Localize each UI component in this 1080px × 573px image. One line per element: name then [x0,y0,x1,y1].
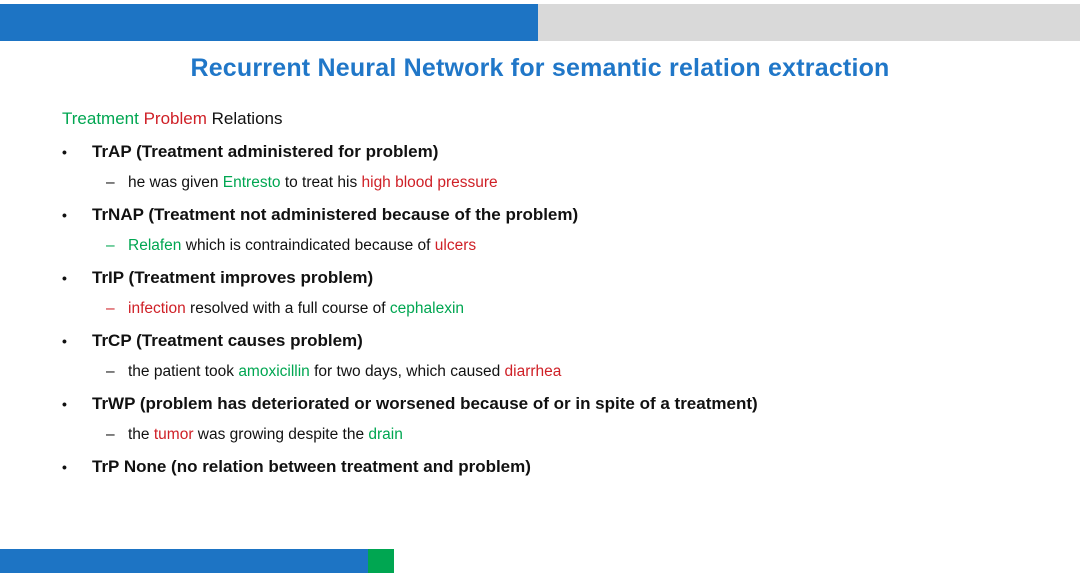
relation-label: TrWP (problem has deteriorated or worsen… [92,394,758,413]
text-segment: the [128,426,154,443]
bottom-bar-green-segment [368,549,394,573]
text-segment: high blood pressure [361,174,498,191]
example-text: Relafen which is contraindicated because… [128,236,476,255]
text-segment: amoxicillin [238,363,310,380]
bullet-icon: • [62,333,67,349]
text-segment: infection [128,300,186,317]
relation-label: TrNAP (Treatment not administered becaus… [92,205,579,224]
example-text: the patient took amoxicillin for two day… [128,362,561,381]
text-segment: diarrhea [504,363,562,380]
bottom-bar-blue-segment [0,549,368,573]
relation-label: TrP None (no relation between treatment … [92,457,531,476]
dash-icon: – [106,174,115,191]
example-item: –the patient took amoxicillin for two da… [106,362,1050,381]
top-bar-blue-segment [0,4,538,41]
example-text: the tumor was growing despite the drain [128,425,403,444]
relation-item: • TrWP (problem has deteriorated or worse… [62,393,1050,415]
slide-content: Treatment Problem Relations • TrAP (Treat… [62,108,1050,478]
bullet-icon: • [62,207,67,223]
example-text: infection resolved with a full course of… [128,299,464,318]
text-segment: ulcers [434,237,477,254]
dash-icon: – [106,363,115,380]
dash-icon: – [106,426,115,443]
top-bar [0,4,1080,41]
example-item: –he was given Entresto to treat his high… [106,173,1050,192]
dash-icon: – [106,237,115,254]
example-item: –the tumor was growing despite the drain [106,425,1050,444]
relations-list: • TrAP (Treatment administered for proble… [62,141,1050,478]
bullet-icon: • [62,144,67,160]
text-segment: which is contraindicated because of [181,237,435,254]
text-segment: cephalexin [389,300,465,317]
bullet-icon: • [62,459,67,475]
text-segment: tumor [153,426,194,443]
slide-title: Recurrent Neural Network for semantic re… [190,54,890,82]
top-bar-gray-segment [538,4,1080,41]
relation-item: • TrP None (no relation between treatment… [62,456,1050,478]
bottom-bar [0,549,394,573]
relations-heading: Treatment Problem Relations [62,108,1050,129]
bullet-icon: • [62,270,67,286]
relation-item: • TrCP (Treatment causes problem) [62,330,1050,352]
text-segment: drain [368,426,403,443]
text-segment: Entresto [222,174,281,191]
text-segment: the patient took [128,363,239,380]
text-segment: Treatment [62,109,144,128]
example-item: –Relafen which is contraindicated becaus… [106,236,1050,255]
relation-item: • TrAP (Treatment administered for proble… [62,141,1050,163]
relation-item: • TrIP (Treatment improves problem) [62,267,1050,289]
text-segment: he was given [128,174,223,191]
relation-label: TrCP (Treatment causes problem) [92,331,363,350]
dash-icon: – [106,300,115,317]
text-segment: Relafen [128,237,182,254]
text-segment: to treat his [280,174,362,191]
text-segment: for two days, which caused [309,363,505,380]
relation-item: • TrNAP (Treatment not administered becau… [62,204,1050,226]
example-text: he was given Entresto to treat his high … [128,173,498,192]
relation-label: TrIP (Treatment improves problem) [92,268,374,287]
example-item: –infection resolved with a full course o… [106,299,1050,318]
text-segment: was growing despite the [193,426,369,443]
text-segment: Relations [211,109,283,128]
text-segment: resolved with a full course of [185,300,390,317]
bullet-icon: • [62,396,67,412]
text-segment: Problem [143,109,212,128]
relation-label: TrAP (Treatment administered for problem… [92,142,439,161]
